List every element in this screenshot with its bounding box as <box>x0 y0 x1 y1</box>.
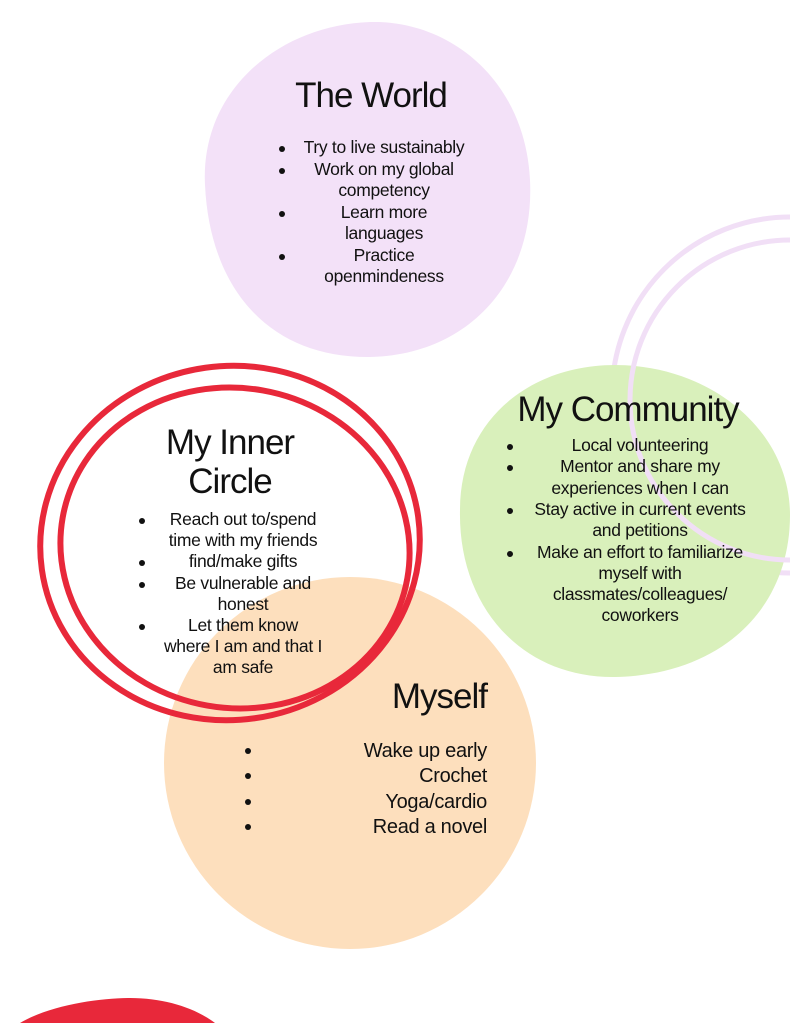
myself-list-item-line: Yoga/cardio <box>385 790 487 813</box>
inner-circle-ring-inner <box>57 384 413 712</box>
myself-blob <box>164 577 536 949</box>
myself-list-item-line: Wake up early <box>363 740 488 762</box>
world-title: The World <box>295 76 448 115</box>
inner-bullet-icon <box>139 518 145 524</box>
world-blob <box>204 21 531 358</box>
community-bullet-icon <box>507 550 513 557</box>
community-title: My Community <box>517 390 739 429</box>
myself-bullet-icon <box>245 773 251 780</box>
world-list-item-line: languages <box>344 223 424 243</box>
community-bullet-icon <box>507 465 513 472</box>
bottom-red-blob <box>20 998 215 1023</box>
inner-list-item-line: am safe <box>212 657 274 678</box>
world-list-item-line: Practice <box>353 244 415 265</box>
inner-title: My Inner <box>165 423 295 462</box>
world-list-item-line: Try to live sustainably <box>303 137 465 157</box>
inner-list-item-line: Let them know <box>188 615 298 635</box>
inner-circle-ring-outer <box>37 362 423 724</box>
world-list-item-line: competency <box>338 180 430 200</box>
inner-list-item-line: time with my friends <box>168 530 318 551</box>
myself-bullet-icon <box>245 823 251 830</box>
community-list-item-line: coworkers <box>601 605 679 626</box>
inner-list-item-line: find/make gifts <box>188 551 298 572</box>
community-list-item-line: experiences when I can <box>551 477 729 498</box>
community-list-item-line: Local volunteering <box>571 435 709 455</box>
world-bullet-icon <box>279 146 285 152</box>
inner-bullet-icon <box>139 581 145 588</box>
community-bullet-icon <box>507 507 513 514</box>
inner-title: Circle <box>188 462 272 501</box>
inner-list-item-line: honest <box>217 593 269 614</box>
world-bullet-icon <box>279 253 285 260</box>
world-list-item-line: Learn more <box>340 201 428 222</box>
myself-list-item-line: Read a novel <box>372 815 488 838</box>
community-list-item-line: and petitions <box>592 520 688 541</box>
community-bullet-icon <box>507 444 513 450</box>
community-list-item-line: Mentor and share my <box>560 456 720 477</box>
community-list-item-line: Stay active in current events <box>534 498 746 519</box>
inner-list-item-line: Be vulnerable and <box>175 572 311 593</box>
world-list-item-line: Work on my global <box>314 158 454 179</box>
community-blob <box>459 365 790 678</box>
world-list-item-line: openmindeness <box>324 266 444 286</box>
inner-bullet-icon <box>139 624 145 630</box>
inner-bullet-icon <box>139 560 145 567</box>
myself-title: Myself <box>391 677 488 716</box>
inner-list-item-line: where I am and that I <box>163 636 323 657</box>
accent-arc-inner <box>627 237 790 563</box>
world-bullet-icon <box>279 167 285 174</box>
myself-list-item-line: Crochet <box>419 765 487 788</box>
myself-bullet-icon <box>245 748 251 754</box>
inner-list-item-line: Reach out to/spend <box>169 509 317 529</box>
world-bullet-icon <box>279 210 285 217</box>
community-list-item-line: classmates/colleagues/ <box>552 584 728 605</box>
community-list-item-line: myself with <box>598 562 682 583</box>
myself-bullet-icon <box>245 798 251 805</box>
community-list-item-line: Make an effort to familiarize <box>537 541 743 562</box>
